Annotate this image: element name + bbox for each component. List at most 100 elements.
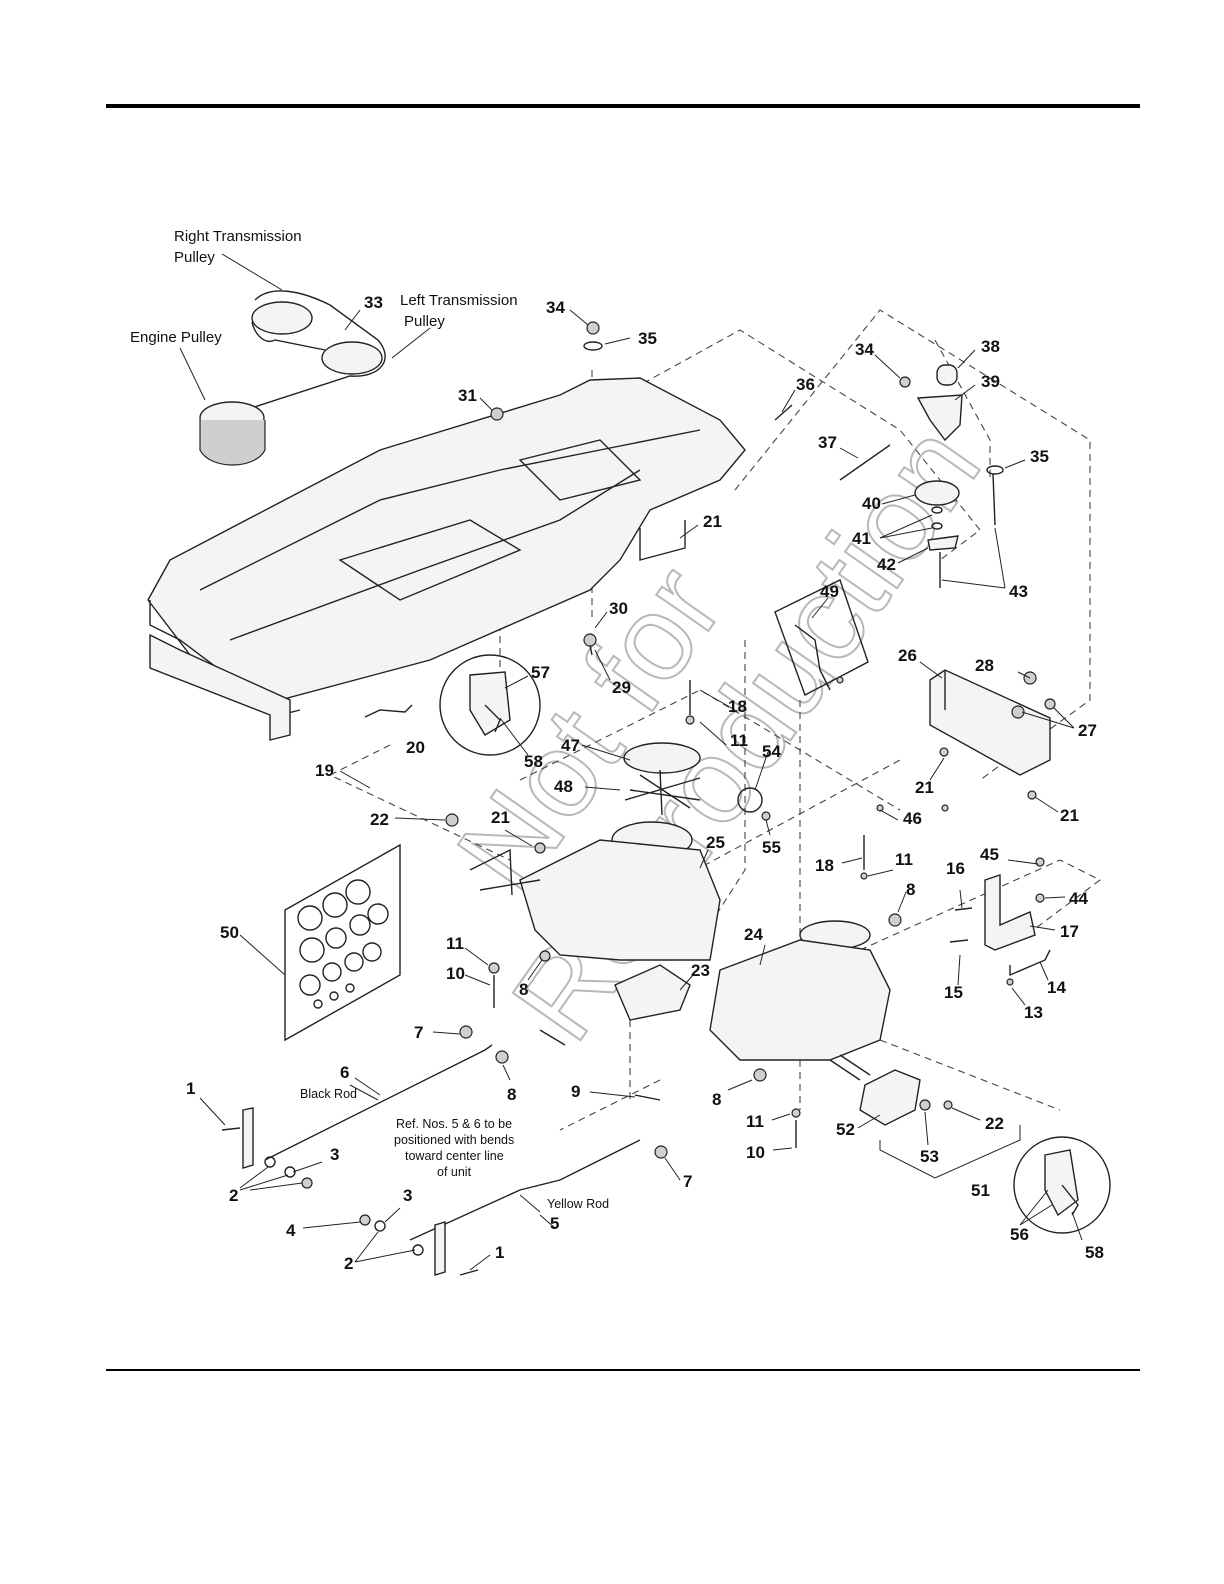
callout-47: 47: [561, 736, 580, 755]
callout-7b: 7: [683, 1172, 692, 1191]
top-hardware: [490, 321, 1004, 656]
callout-58b: 58: [1085, 1243, 1104, 1262]
callout-42: 42: [877, 555, 896, 574]
callout-11b: 11: [895, 850, 913, 869]
callout-46: 46: [903, 809, 922, 828]
ref-note-line-3: toward center line: [405, 1149, 504, 1163]
callout-8d: 8: [712, 1090, 721, 1109]
callout-35: 35: [638, 329, 657, 348]
callout-11d: 11: [746, 1112, 764, 1131]
callout-21: 21: [703, 512, 722, 531]
callout-45: 45: [980, 845, 999, 864]
callout-13: 13: [1024, 1003, 1043, 1022]
callout-15: 15: [944, 983, 963, 1002]
callout-22: 22: [370, 810, 389, 829]
left-transmission-pulley: [321, 341, 383, 375]
callout-23: 23: [691, 961, 710, 980]
transmission-pulley-47: [623, 742, 701, 774]
ref-note-line-1: Ref. Nos. 5 & 6 to be: [396, 1117, 512, 1131]
callout-22b: 22: [985, 1114, 1004, 1133]
yellow-rod-label: Yellow Rod: [547, 1197, 609, 1211]
callout-16: 16: [946, 859, 965, 878]
callout-48: 48: [554, 777, 573, 796]
callout-21c: 21: [1060, 806, 1079, 825]
bracket-26: [929, 669, 1056, 800]
gear-54: [737, 787, 763, 813]
right-transmission-pulley: [251, 301, 313, 335]
part-49-detail: [774, 579, 869, 696]
right-transmission: [539, 913, 953, 1126]
callout-1b: 1: [495, 1243, 504, 1262]
callout-38: 38: [981, 337, 1000, 356]
callout-41: 41: [852, 529, 871, 548]
callout-10b: 10: [746, 1143, 765, 1162]
callout-19: 19: [315, 761, 334, 780]
callout-34: 34: [546, 298, 565, 317]
detail-circle-58: [1013, 1136, 1111, 1234]
engine-pulley-label: Engine Pulley: [130, 329, 222, 346]
callout-18b: 18: [815, 856, 834, 875]
bolts: [488, 680, 949, 1148]
callout-44: 44: [1069, 889, 1088, 908]
callout-8c: 8: [507, 1085, 516, 1104]
callout-25: 25: [706, 833, 725, 852]
ref-note-line-2: positioned with bends: [394, 1133, 514, 1147]
callout-2: 2: [229, 1186, 238, 1205]
callout-21b: 21: [915, 778, 934, 797]
callout-33: 33: [364, 293, 383, 312]
left-transmission: [445, 742, 771, 962]
belt-assembly: [199, 290, 386, 466]
text-labels: Right Transmission Pulley Left Transmiss…: [130, 228, 609, 1211]
callout-35b: 35: [1030, 447, 1049, 466]
callout-56: 56: [1010, 1225, 1029, 1244]
callout-30: 30: [609, 599, 628, 618]
callout-52: 52: [836, 1120, 855, 1139]
callout-43: 43: [1009, 582, 1028, 601]
callout-5: 5: [550, 1214, 559, 1233]
callout-11: 11: [730, 731, 748, 750]
callout-39: 39: [981, 372, 1000, 391]
right-transmission-pulley-label-1: Right Transmission: [174, 228, 302, 245]
black-rod-label: Black Rod: [300, 1087, 357, 1101]
ref-note-line-4: of unit: [437, 1165, 472, 1179]
right-transmission-pulley-label-2: Pulley: [174, 249, 215, 266]
seal-kit-50: [284, 843, 401, 1042]
callout-34b: 34: [855, 340, 874, 359]
callout-50: 50: [220, 923, 239, 942]
callout-24: 24: [744, 925, 763, 944]
callout-2b: 2: [344, 1254, 353, 1273]
callout-55: 55: [762, 838, 781, 857]
callout-numbers: 33 34 35 31 36 34 38 39 35 37 40 41 42 4…: [186, 293, 1104, 1273]
callout-58: 58: [524, 752, 543, 771]
front-bumper: [149, 633, 291, 741]
callout-29: 29: [612, 678, 631, 697]
bracket-23: [614, 964, 691, 1021]
callout-49: 49: [820, 582, 839, 601]
callout-3: 3: [330, 1145, 339, 1164]
callout-37: 37: [818, 433, 837, 452]
header-rule: [106, 104, 1140, 108]
callout-54: 54: [762, 742, 781, 761]
callout-18: 18: [728, 697, 747, 716]
callout-14: 14: [1047, 978, 1066, 997]
callout-21d: 21: [491, 808, 510, 827]
mower-frame: [147, 377, 746, 741]
callout-7: 7: [414, 1023, 423, 1042]
callout-9: 9: [571, 1082, 580, 1101]
left-transmission-pulley-label-2: Pulley: [404, 313, 445, 330]
callout-20: 20: [406, 738, 425, 757]
left-transmission-pulley-label-1: Left Transmission: [400, 292, 518, 309]
callout-8: 8: [906, 880, 915, 899]
linkages: [221, 704, 668, 1276]
black-rod: [264, 1044, 493, 1161]
detail-circle-57: [439, 654, 541, 756]
callout-51: 51: [971, 1181, 990, 1200]
footer-rule: [106, 1369, 1140, 1371]
callout-leaders: [199, 309, 1083, 1271]
callout-11c: 11: [446, 934, 464, 953]
callout-28: 28: [975, 656, 994, 675]
belt: [244, 290, 386, 411]
callout-26: 26: [898, 646, 917, 665]
callout-3b: 3: [403, 1186, 412, 1205]
